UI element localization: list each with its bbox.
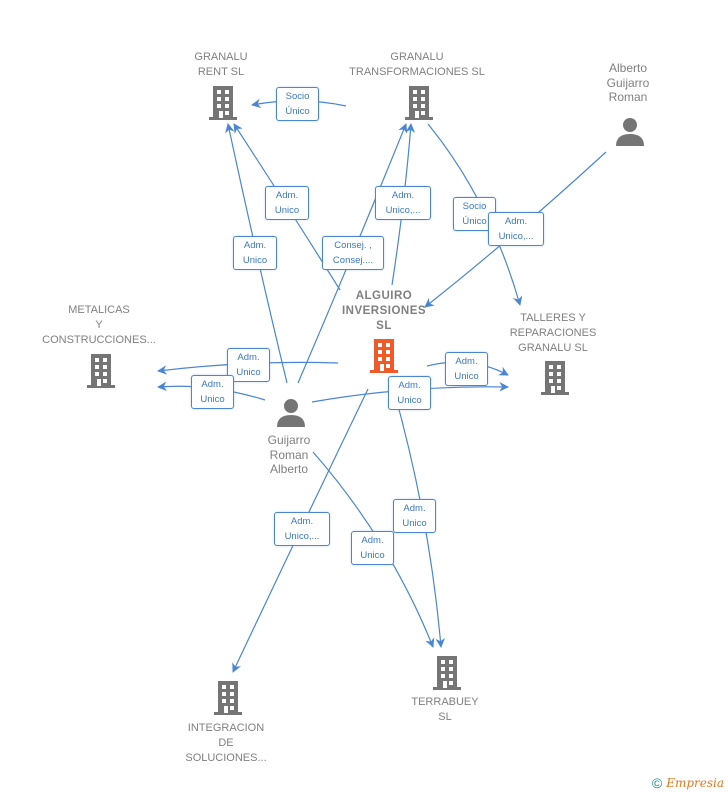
building-icon[interactable]	[207, 86, 239, 120]
building-icon[interactable]	[85, 354, 117, 388]
brand-logo[interactable]: Empresia	[666, 776, 724, 790]
copyright-icon: ©	[651, 775, 663, 791]
edge-label-alguiro-metalicas[interactable]: Adm. Unico	[227, 348, 270, 382]
person-icon[interactable]	[276, 397, 306, 427]
node-label-terrabuey[interactable]: TERRABUEY SL	[411, 696, 479, 723]
building-icon-main[interactable]	[368, 339, 400, 373]
edge-label-alguiro-terrabuey[interactable]: Adm. Unico	[393, 499, 436, 533]
edge-label-guijarro-transformaciones[interactable]: Consej. , Consej....	[322, 236, 384, 270]
edge-label-alguiro-rent[interactable]: Adm. Unico	[265, 186, 309, 220]
edge-label-alguiro-granalu-sl[interactable]: Adm. Unico	[445, 352, 488, 386]
edge-label-guijarro-terrabuey[interactable]: Adm. Unico	[351, 531, 394, 565]
person-icon[interactable]	[615, 116, 645, 146]
node-label-metalicas[interactable]: METALICAS Y CONSTRUCCIONES...	[42, 304, 156, 346]
node-label-granalu-transformaciones[interactable]: GRANALU TRANSFORMACIONES SL	[349, 51, 485, 78]
node-label-granalu-rent[interactable]: GRANALU RENT SL	[194, 51, 248, 78]
edge-label-guijarro-rent[interactable]: Adm. Unico	[233, 236, 277, 270]
edge-label-alguiro-transformaciones[interactable]: Adm. Unico,...	[375, 186, 431, 220]
node-label-integracion[interactable]: INTEGRACION DE SOLUCIONES...	[185, 722, 267, 764]
node-label-alberto-guijarro-roman[interactable]: Alberto Guijarro Roman	[606, 61, 650, 104]
building-icon[interactable]	[539, 361, 571, 395]
footer-brand: © Empresia	[652, 775, 724, 791]
edge-label-guijarro-granalu-sl[interactable]: Adm. Unico	[388, 376, 431, 410]
edge-label-transformaciones-rent[interactable]: Socio Único	[276, 87, 319, 121]
building-icon[interactable]	[431, 656, 463, 690]
building-icon[interactable]	[403, 86, 435, 120]
building-icon[interactable]	[212, 681, 244, 715]
edge-label-guijarro-metalicas[interactable]: Adm. Unico	[191, 375, 234, 409]
edge-label-alguiro-integracion[interactable]: Adm. Unico,...	[274, 512, 330, 546]
node-label-talleres[interactable]: TALLERES Y REPARACIONES GRANALU SL	[509, 312, 597, 354]
node-label-guijarro-roman-alberto[interactable]: Guijarro Roman Alberto	[267, 433, 311, 476]
edge-label-alberto-alguiro[interactable]: Adm. Unico,...	[488, 212, 544, 246]
node-label-alguiro[interactable]: ALGUIRO INVERSIONES SL	[341, 290, 427, 332]
